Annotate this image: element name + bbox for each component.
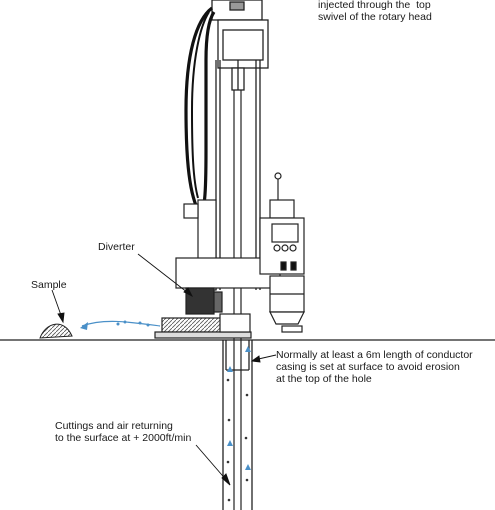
control-unit — [259, 172, 305, 333]
leader-lines — [51, 253, 277, 486]
cuttings-note: Cuttings and air returning to the surfac… — [55, 420, 192, 444]
rig-base — [154, 199, 281, 339]
top-note-label: injected through the top swivel of the r… — [318, 0, 432, 23]
discharge-arrow — [81, 320, 161, 327]
returning-cuttings — [226, 378, 249, 502]
annulus-arrows — [227, 346, 251, 470]
sample-pile — [39, 323, 73, 339]
conductor-casing — [222, 340, 253, 510]
discharge-particles — [116, 320, 150, 327]
drill-string — [233, 90, 242, 510]
conductor-casing-note: Normally at least a 6m length of conduct… — [276, 349, 473, 385]
diverter-label: Diverter — [98, 241, 135, 253]
sample-label: Sample — [31, 279, 67, 291]
